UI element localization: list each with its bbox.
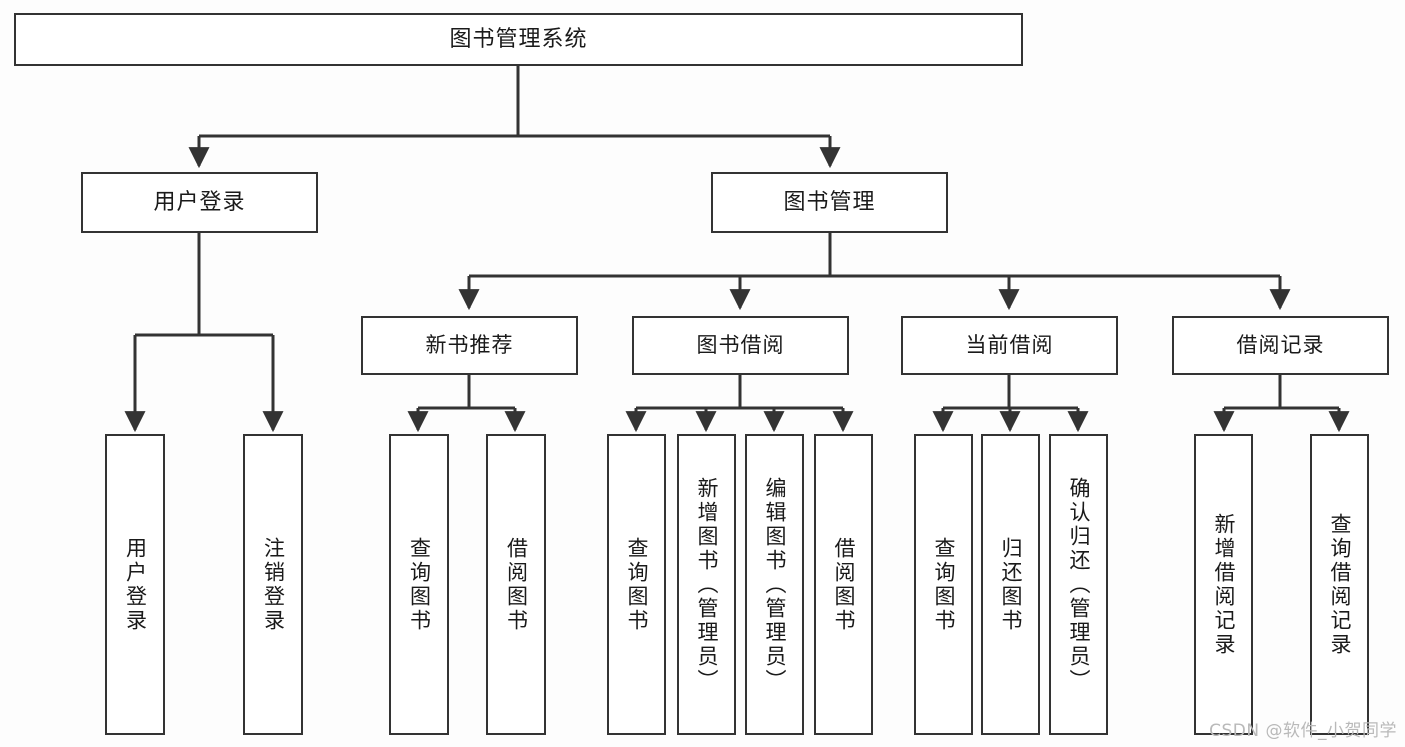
watermark: CSDN @软件_小贺同学	[1209, 721, 1397, 741]
node-borrow-record[interactable]: 借阅记录	[1172, 316, 1389, 375]
node-label: 当前借阅	[965, 333, 1054, 358]
leaf-add-book[interactable]: 新增图书（管理员）	[677, 434, 736, 735]
leaf-return-book[interactable]: 归还图书	[981, 434, 1040, 735]
leaf-borrow-book-1[interactable]: 借阅图书	[486, 434, 546, 735]
node-label: 查询图书	[407, 536, 432, 633]
node-label: 编辑图书（管理员）	[763, 476, 787, 693]
node-label: 借阅图书	[504, 536, 529, 633]
node-label: 新增图书（管理员）	[695, 476, 719, 693]
node-label: 借阅记录	[1236, 333, 1325, 358]
node-current-borrow[interactable]: 当前借阅	[901, 316, 1118, 375]
node-label: 图书管理	[783, 189, 876, 215]
node-label: 查询借阅记录	[1328, 512, 1352, 657]
node-label: 借阅图书	[832, 536, 856, 633]
leaf-query-record[interactable]: 查询借阅记录	[1310, 434, 1369, 735]
node-label: 图书管理系统	[449, 26, 588, 52]
leaf-query-book-2[interactable]: 查询图书	[607, 434, 666, 735]
node-root-system[interactable]: 图书管理系统	[14, 13, 1023, 66]
node-new-book-recommend[interactable]: 新书推荐	[361, 316, 578, 375]
leaf-borrow-book-2[interactable]: 借阅图书	[814, 434, 873, 735]
leaf-edit-book[interactable]: 编辑图书（管理员）	[745, 434, 804, 735]
leaf-user-login[interactable]: 用户登录	[105, 434, 165, 735]
leaf-logout-login[interactable]: 注销登录	[243, 434, 303, 735]
node-label: 查询图书	[932, 536, 956, 633]
leaf-query-book-1[interactable]: 查询图书	[389, 434, 449, 735]
node-label: 注销登录	[261, 536, 286, 633]
node-label: 归还图书	[999, 536, 1023, 633]
node-user-login[interactable]: 用户登录	[81, 172, 318, 233]
leaf-confirm-return[interactable]: 确认归还（管理员）	[1049, 434, 1108, 735]
node-label: 用户登录	[153, 189, 246, 215]
node-label: 用户登录	[123, 536, 148, 633]
node-book-borrow[interactable]: 图书借阅	[632, 316, 849, 375]
node-label: 查询图书	[625, 536, 649, 633]
node-label: 确认归还（管理员）	[1067, 476, 1091, 693]
node-label: 新增借阅记录	[1212, 512, 1236, 657]
leaf-query-book-3[interactable]: 查询图书	[914, 434, 973, 735]
node-book-manage[interactable]: 图书管理	[711, 172, 948, 233]
leaf-add-record[interactable]: 新增借阅记录	[1194, 434, 1253, 735]
node-label: 图书借阅	[696, 333, 785, 358]
node-label: 新书推荐	[425, 333, 514, 358]
